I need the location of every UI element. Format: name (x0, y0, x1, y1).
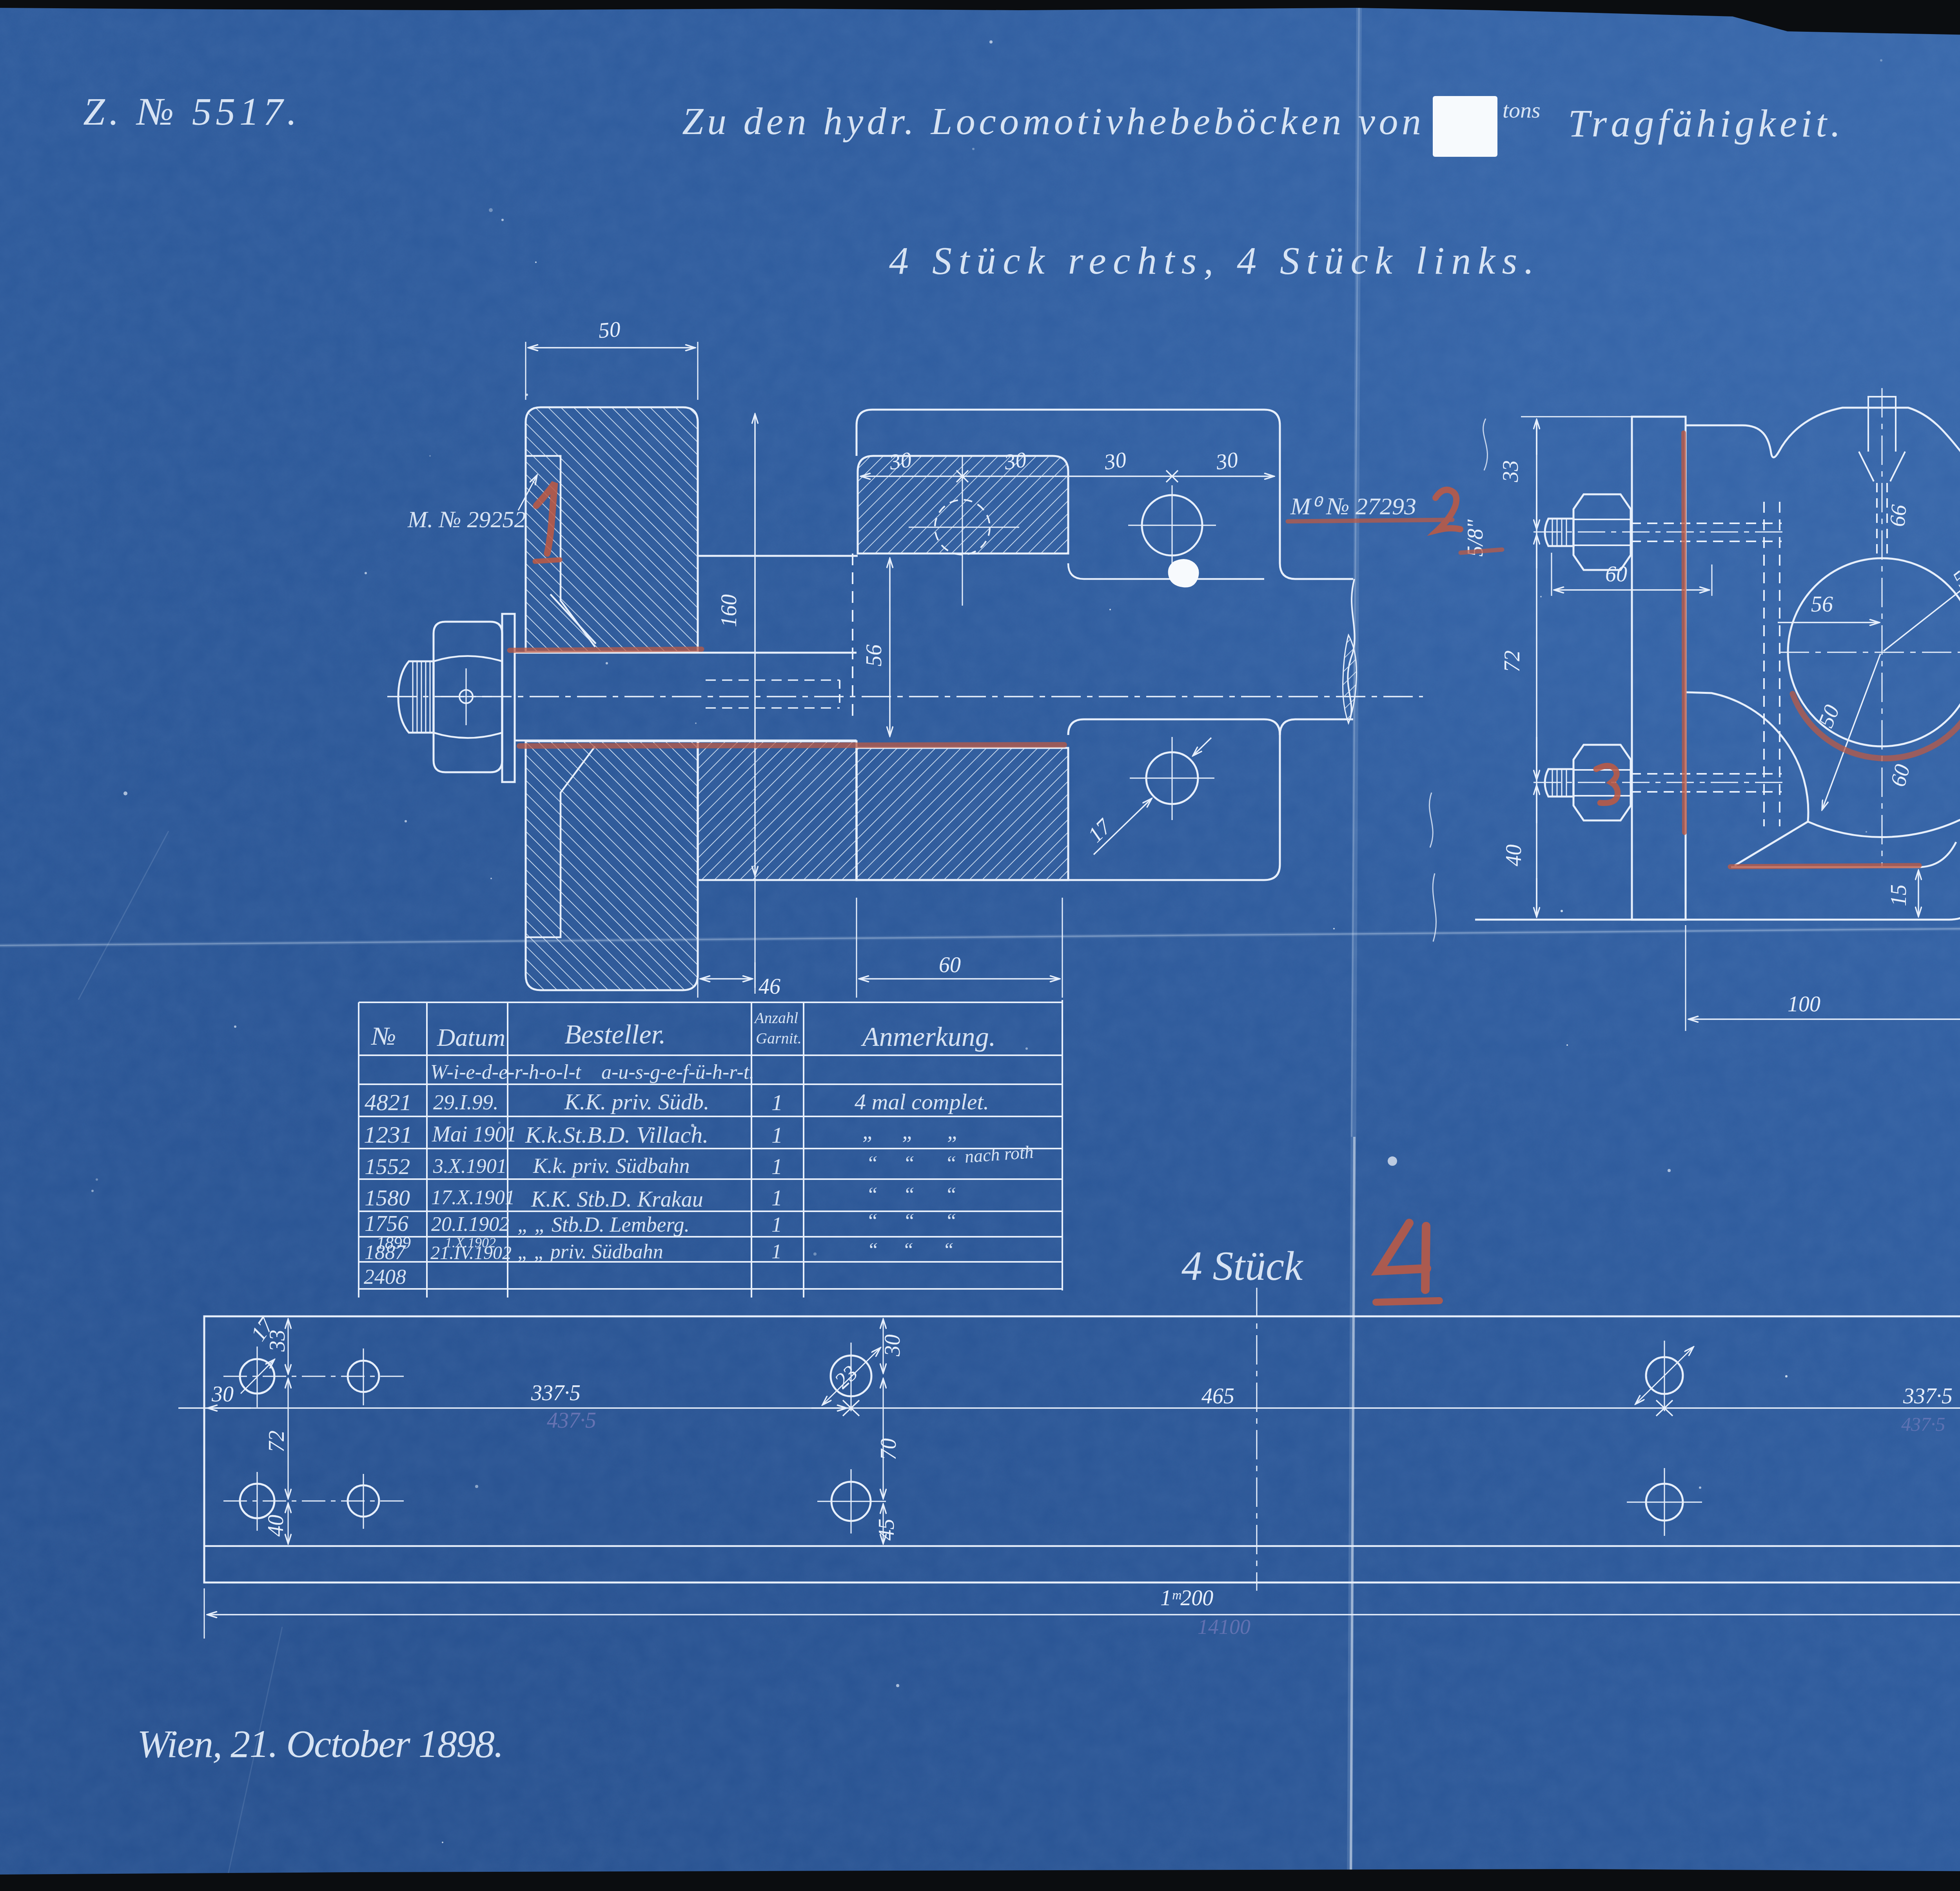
svg-text:1756: 1756 (365, 1211, 408, 1236)
svg-text:437·5: 437·5 (1901, 1413, 1945, 1435)
svg-text:1: 1 (771, 1213, 782, 1236)
svg-text:66: 66 (1885, 504, 1911, 528)
svg-text:Anmerkung.: Anmerkung. (861, 1022, 996, 1052)
svg-text:2408: 2408 (364, 1265, 406, 1288)
svg-text:“ “ “: “ “ “ (866, 1152, 956, 1174)
svg-text:72: 72 (1500, 650, 1524, 672)
svg-text:M⁰ № 27293: M⁰ № 27293 (1290, 493, 1416, 519)
svg-text:30: 30 (1002, 447, 1028, 474)
svg-text:45: 45 (874, 1519, 898, 1541)
svg-text:337·5: 337·5 (531, 1381, 581, 1405)
svg-text:1ᵐ200: 1ᵐ200 (1160, 1586, 1213, 1610)
svg-text:„ „ Stb.D. Lemberg.: „ „ Stb.D. Lemberg. (517, 1213, 690, 1236)
svg-text:70: 70 (876, 1438, 900, 1460)
svg-text:K.k.St.B.D. Villach.: K.k.St.B.D. Villach. (525, 1122, 708, 1148)
svg-text:100: 100 (1788, 992, 1820, 1016)
svg-text:„ „ priv. Südbahn: „ „ priv. Südbahn (517, 1240, 663, 1263)
svg-text:Wien, 21. October 1898.: Wien, 21. October 1898. (137, 1722, 504, 1766)
svg-text:K.K. Stb.D. Krakau: K.K. Stb.D. Krakau (531, 1187, 703, 1211)
svg-text:Anzahl: Anzahl (753, 1009, 798, 1027)
svg-text:30: 30 (1214, 447, 1240, 474)
svg-text:1231: 1231 (364, 1121, 412, 1148)
svg-text:№: № (371, 1022, 396, 1050)
svg-text:1580: 1580 (365, 1185, 410, 1210)
svg-text:„ „ „: „ „ „ (862, 1119, 959, 1143)
svg-text:337·5: 337·5 (1903, 1384, 1953, 1408)
svg-text:15: 15 (1886, 884, 1911, 906)
svg-text:4 Stück rechts, 4 Stück links: 4 Stück rechts, 4 Stück links. (889, 239, 1534, 282)
svg-text:W-i-e-d-e-r-h-o-l-t a-u-s-g: W-i-e-d-e-r-h-o-l-t a-u-s-g-e-f-ü-h-r-t. (430, 1061, 754, 1083)
svg-text:40: 40 (1501, 844, 1526, 866)
svg-text:4 Stück: 4 Stück (1181, 1243, 1303, 1289)
svg-text:4821: 4821 (365, 1089, 412, 1115)
svg-text:437·5: 437·5 (547, 1408, 596, 1432)
svg-text:1: 1 (771, 1122, 783, 1148)
svg-text:1: 1 (771, 1154, 782, 1179)
svg-text:30: 30 (1102, 447, 1128, 474)
svg-text:3.X.1901: 3.X.1901 (433, 1155, 507, 1177)
svg-text:46: 46 (759, 974, 780, 998)
svg-text:56: 56 (862, 644, 886, 666)
svg-text:tons: tons (1503, 97, 1541, 123)
svg-text:1: 1 (771, 1186, 782, 1210)
svg-text:60: 60 (1605, 562, 1627, 586)
svg-text:21.IV.1902: 21.IV.1902 (430, 1242, 512, 1263)
svg-text:56: 56 (1811, 592, 1833, 616)
svg-text:30: 30 (880, 1334, 904, 1357)
svg-text:M. № 29252: M. № 29252 (407, 506, 526, 532)
svg-text:1: 1 (771, 1240, 782, 1263)
svg-text:“ “ “: “ “ “ (867, 1239, 954, 1261)
svg-text:Datum: Datum (437, 1024, 505, 1051)
svg-text:465: 465 (1201, 1384, 1234, 1408)
svg-text:40: 40 (263, 1515, 288, 1537)
svg-text:20.I.1902: 20.I.1902 (431, 1213, 509, 1235)
svg-text:72: 72 (264, 1430, 289, 1452)
svg-text:50: 50 (598, 317, 621, 343)
svg-text:1887: 1887 (365, 1241, 406, 1263)
svg-text:“ “ “: “ “ “ (866, 1210, 956, 1232)
svg-text:4 mal complet.: 4 mal complet. (855, 1089, 989, 1114)
svg-text:29.I.99.: 29.I.99. (433, 1091, 498, 1114)
svg-text:160: 160 (717, 594, 741, 627)
svg-text:33: 33 (1498, 460, 1523, 483)
svg-text:30: 30 (211, 1382, 234, 1406)
svg-text:30: 30 (887, 447, 913, 474)
svg-text:“ “ “: “ “ “ (866, 1183, 956, 1206)
svg-text:1552: 1552 (365, 1154, 410, 1179)
svg-text:Mai 1901: Mai 1901 (432, 1122, 517, 1146)
svg-text:14100: 14100 (1198, 1615, 1250, 1639)
svg-text:K.k. priv. Südbahn: K.k. priv. Südbahn (533, 1154, 690, 1178)
svg-text:17.X.1901: 17.X.1901 (431, 1186, 515, 1209)
svg-text:Besteller.: Besteller. (564, 1019, 666, 1049)
svg-text:K.K. priv. Südb.: K.K. priv. Südb. (564, 1089, 710, 1114)
svg-text:Garnit.: Garnit. (756, 1029, 802, 1047)
svg-text:60: 60 (939, 953, 961, 977)
svg-text:1: 1 (771, 1090, 783, 1115)
